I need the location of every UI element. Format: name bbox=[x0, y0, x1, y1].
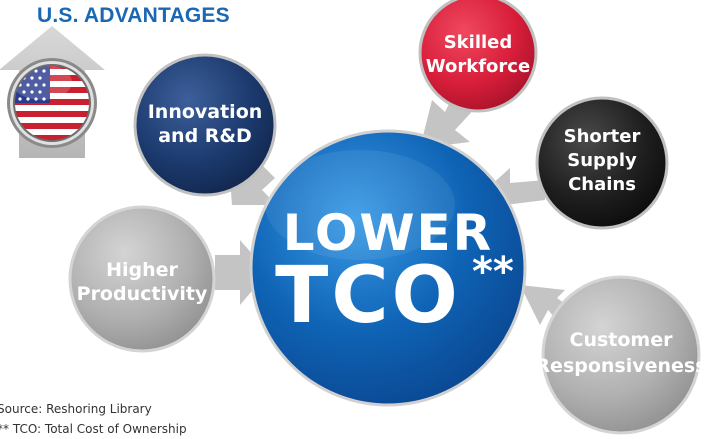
node-shorter-line1: Shorter bbox=[564, 126, 641, 147]
center-line2: TCO bbox=[275, 251, 461, 341]
node-shorter-line2: Supply bbox=[567, 150, 637, 171]
node-customer: Customer Responsiveness bbox=[535, 275, 707, 435]
center-line1: LOWER bbox=[283, 204, 493, 262]
node-innovation-line2: and R&D bbox=[158, 125, 252, 147]
node-skilled-line2: Workforce bbox=[426, 56, 530, 77]
tco-footnote: ** TCO: Total Cost of Ownership bbox=[0, 422, 187, 436]
source-footnote: Source: Reshoring Library bbox=[0, 402, 152, 416]
node-productivity-line2: Productivity bbox=[77, 283, 208, 305]
center-suffix: ** bbox=[472, 249, 514, 295]
node-skilled-line1: Skilled bbox=[444, 32, 513, 53]
node-customer-line1: Customer bbox=[570, 329, 674, 351]
node-innovation: Innovation and R&D bbox=[133, 53, 277, 197]
diagram-title: U.S. ADVANTAGES bbox=[37, 4, 230, 27]
node-productivity-line1: Higher bbox=[106, 259, 178, 281]
node-productivity: Higher Productivity bbox=[68, 205, 216, 353]
arrow-productivity bbox=[215, 240, 268, 305]
node-skilled: Skilled Workforce bbox=[418, 0, 538, 113]
node-customer-line2: Responsiveness bbox=[535, 355, 706, 377]
node-shorter: Shorter Supply Chains bbox=[535, 96, 669, 230]
node-innovation-line1: Innovation bbox=[148, 101, 263, 123]
center-lower-tco: LOWER TCO ** bbox=[249, 129, 527, 407]
node-shorter-line3: Chains bbox=[568, 174, 636, 195]
us-flag-icon bbox=[7, 58, 97, 148]
